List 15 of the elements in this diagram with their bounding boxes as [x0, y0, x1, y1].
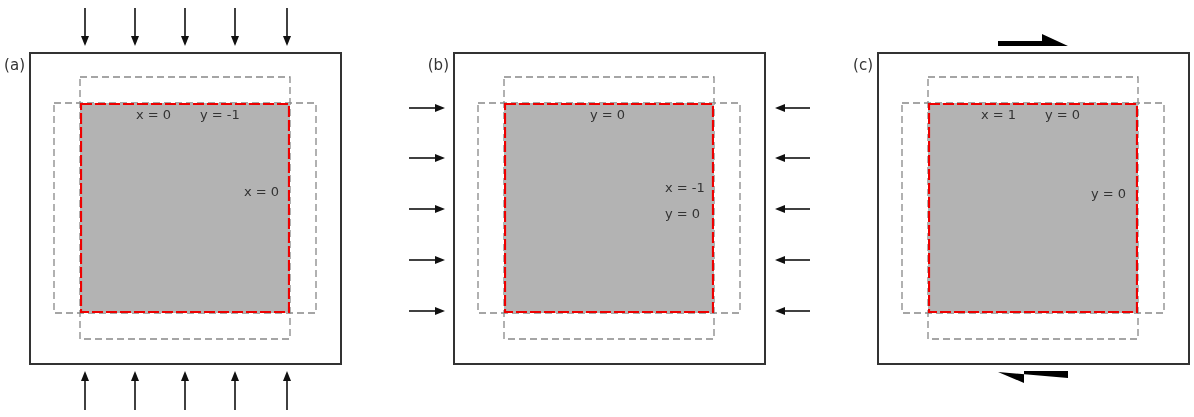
panel-label: (b) — [427, 58, 449, 73]
boundary-condition: y = 0 — [1045, 108, 1081, 121]
boundary-condition: y = -1 — [200, 108, 240, 121]
panel-label: (c) — [853, 58, 873, 73]
specimen-square — [80, 103, 290, 313]
boundary-condition: y = 0 — [1091, 187, 1127, 200]
panel-label: (a) — [4, 58, 25, 73]
boundary-condition: x = 1 — [981, 108, 1017, 121]
boundary-condition: x = 0 — [136, 108, 172, 121]
boundary-condition: y = 0 — [665, 207, 701, 220]
boundary-condition: y = 0 — [590, 108, 626, 121]
boundary-condition: x = -1 — [665, 181, 705, 194]
specimen-square — [504, 103, 714, 313]
boundary-condition: x = 0 — [244, 185, 280, 198]
specimen-square — [928, 103, 1138, 313]
